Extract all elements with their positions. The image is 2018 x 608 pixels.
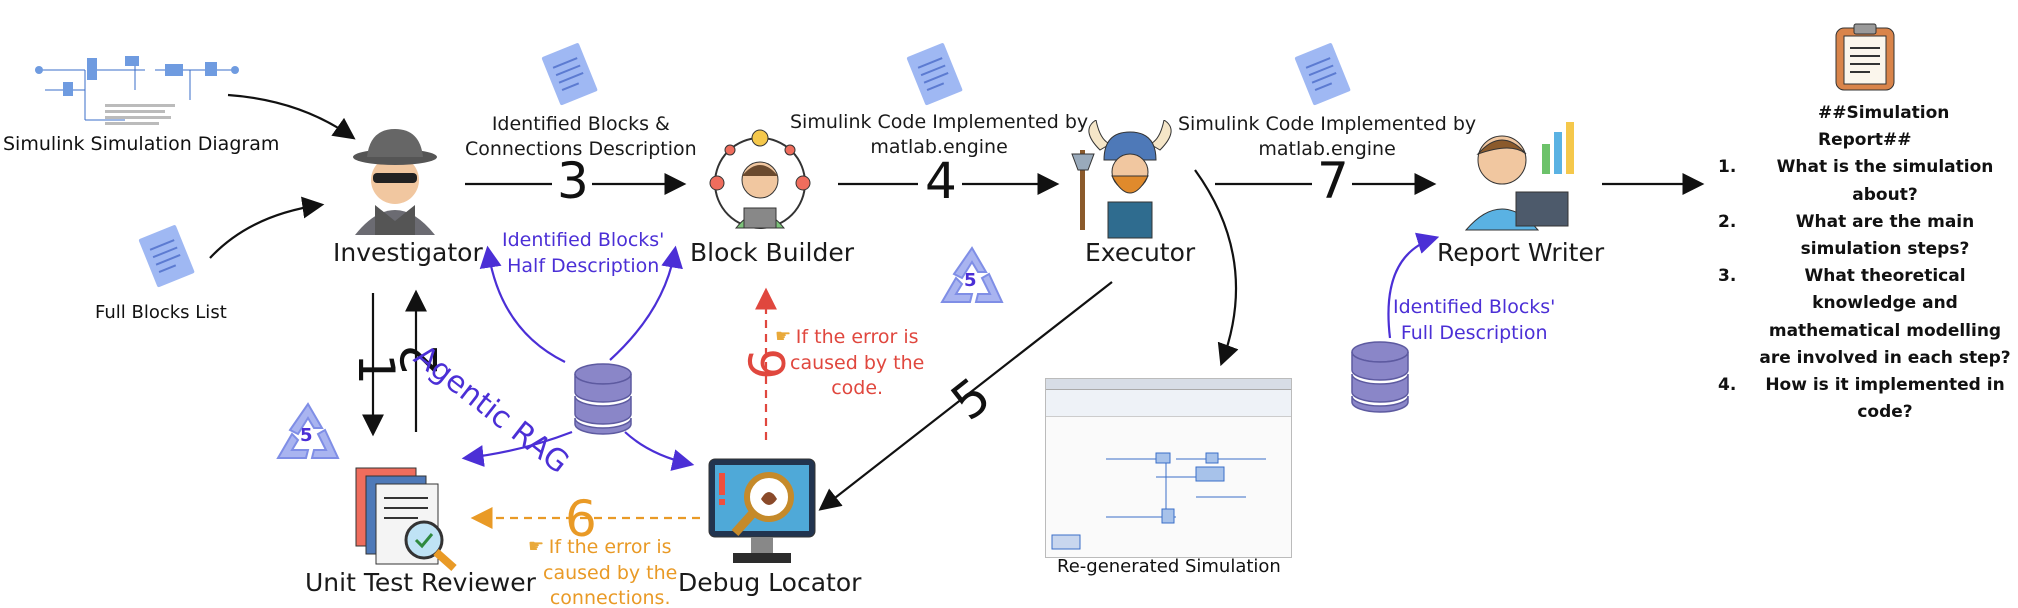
pointing-hand-icon: ☛ xyxy=(775,326,792,347)
report-item-number: 2. xyxy=(1718,211,1737,232)
arrow-blocks-list-to-investigator xyxy=(209,196,325,259)
rag-arrow-unit-test xyxy=(461,430,573,467)
unit-test-reviewer-label: Unit Test Reviewer xyxy=(305,568,536,597)
simulink-diagram-thumbnail xyxy=(25,50,255,140)
loop-label: 5 xyxy=(964,270,977,291)
simulink-diagram-label: Simulink Simulation Diagram xyxy=(3,133,280,155)
step-3: 3 xyxy=(557,152,589,210)
rag-arrow-investigator xyxy=(479,245,566,363)
regenerated-simulation-label: Re-generated Simulation xyxy=(1057,556,1281,577)
document-icon xyxy=(900,40,970,114)
arrow-diagram-to-investigator xyxy=(227,93,356,140)
block-builder-label: Block Builder xyxy=(690,238,854,267)
executor-label: Executor xyxy=(1085,238,1196,267)
simulation-report: ##Simulation Report## 1. What is the simu… xyxy=(1718,100,2018,426)
detective-icon xyxy=(345,125,445,239)
report-item-number: 1. xyxy=(1718,157,1737,178)
full-blocks-list-label: Full Blocks List xyxy=(95,302,227,323)
report-item: 2. What are the main simulation steps? xyxy=(1718,209,2018,263)
step-4: 4 xyxy=(925,152,957,210)
report-item-text: What are the main simulation steps? xyxy=(1795,211,1975,259)
report-item-number: 4. xyxy=(1718,374,1737,395)
document-icon xyxy=(535,40,605,114)
loop-icon xyxy=(932,242,1012,312)
rag-arrow-block-builder xyxy=(609,245,683,361)
rag-arrow-debug xyxy=(624,431,695,471)
regenerated-simulation-screenshot xyxy=(1045,378,1292,558)
edge-label-blocks-connections: Identified Blocks & Connections Descript… xyxy=(465,113,697,160)
report-item: 1. What is the simulation about? xyxy=(1718,154,2018,208)
rag-arrow-report-writer xyxy=(1387,232,1440,339)
debug-locator-label: Debug Locator xyxy=(678,568,862,597)
loop-label: 5 xyxy=(300,425,313,446)
report-item: 3. What theoretical knowledge and mathema… xyxy=(1718,263,2018,372)
edge-label-simulink-code-2: Simulink Code Implemented by matlab.engi… xyxy=(1178,113,1477,160)
step-6-connections: 6 xyxy=(565,490,597,548)
full-description-label: Identified Blocks' Full Description xyxy=(1393,296,1556,344)
viking-icon xyxy=(1070,119,1190,244)
database-icon xyxy=(1345,338,1415,422)
half-description-label: Identified Blocks' Half Description xyxy=(502,229,665,277)
document-icon xyxy=(132,222,202,296)
database-icon xyxy=(568,360,638,444)
error-connections-label: If the error is caused by the connection… xyxy=(543,536,678,608)
arrow-step5 xyxy=(818,281,1113,511)
pointing-hand-icon: ☛ xyxy=(528,536,545,557)
clipboard-icon xyxy=(1830,20,1900,96)
report-writer-label: Report Writer xyxy=(1437,238,1605,267)
report-writer-icon xyxy=(1452,118,1592,237)
builder-icon xyxy=(700,128,820,242)
debug-icon xyxy=(705,455,820,574)
unit-test-icon xyxy=(352,462,467,576)
report-item-number: 3. xyxy=(1718,266,1737,287)
report-item-text: What theoretical knowledge and mathemati… xyxy=(1759,266,2011,368)
loop-icon xyxy=(268,398,348,468)
report-title: ##Simulation Report## xyxy=(1818,103,1950,151)
report-item-text: How is it implemented in code? xyxy=(1765,374,2005,423)
document-icon xyxy=(1288,40,1358,114)
step-7: 7 xyxy=(1317,152,1349,210)
edge-label-simulink-code-1: Simulink Code Implemented by matlab.engi… xyxy=(790,111,1089,158)
error-code-label: If the error is caused by the code. xyxy=(790,326,925,400)
step-6-code: 6 xyxy=(738,348,797,380)
arrow-executor-to-simulation xyxy=(1194,169,1239,367)
report-item: 4. How is it implemented in code? xyxy=(1718,372,2018,426)
investigator-label: Investigator xyxy=(333,238,483,267)
report-item-text: What is the simulation about? xyxy=(1776,157,1994,205)
